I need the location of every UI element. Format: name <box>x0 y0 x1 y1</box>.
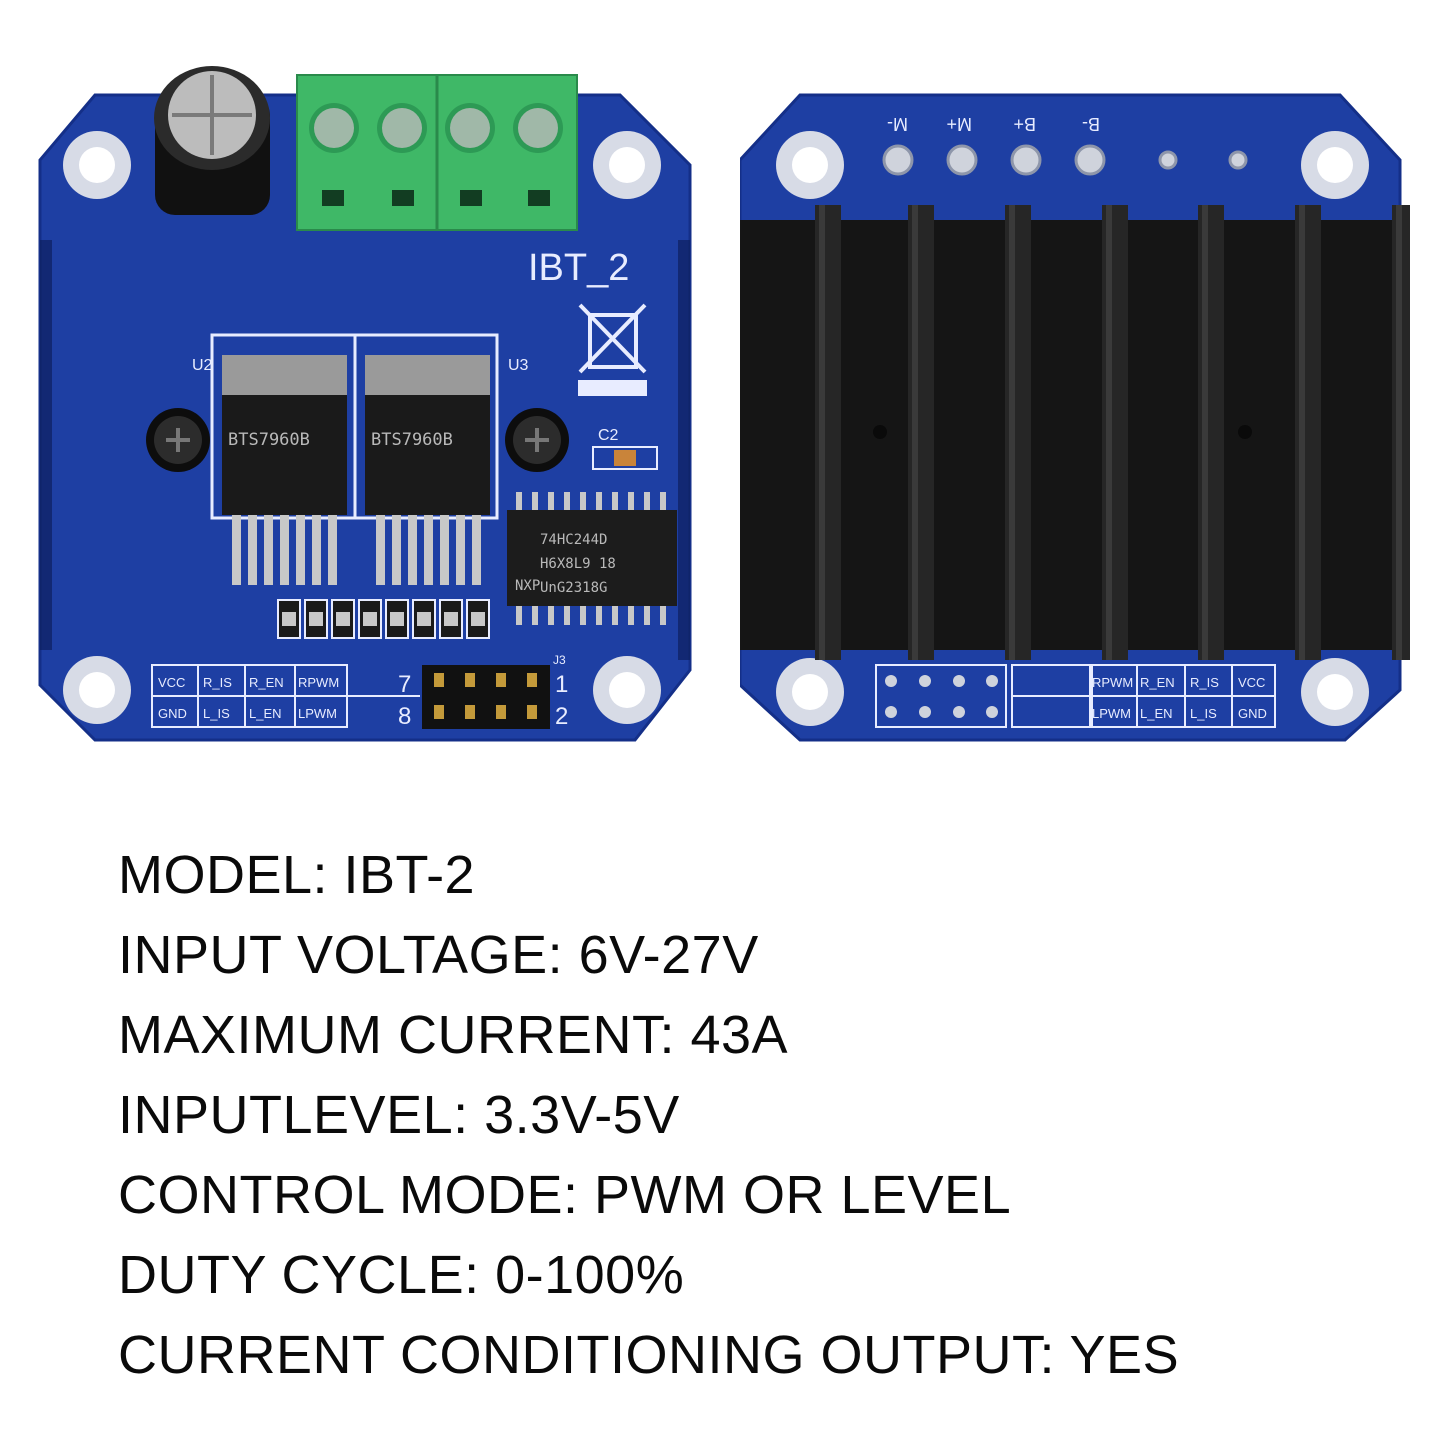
front-pin-vcc: VCC <box>158 675 185 690</box>
j3-label: J3 <box>553 653 566 667</box>
c2-label: C2 <box>598 427 619 444</box>
spec-control-mode: CONTROL MODE: PWM OR LEVEL <box>118 1165 1012 1225</box>
front-mount-hole-tl <box>63 131 131 199</box>
back-terminal-b-plus: B+ <box>1013 114 1036 134</box>
back-terminal-m-minus: M- <box>887 114 908 134</box>
logic-ic-line-1: 74HC244D <box>540 532 607 548</box>
header-label-7: 7 <box>398 671 411 698</box>
back-pin-label-table: RPWM R_EN R_IS VCC LPWM L_EN L_IS GND <box>875 664 1276 728</box>
logic-ic-brand: NXP <box>515 578 540 594</box>
back-mount-hole-bl <box>776 658 844 726</box>
back-terminal-b-minus: B- <box>1082 114 1100 134</box>
front-pin-lpwm: LPWM <box>298 706 337 721</box>
header-label-1: 1 <box>555 671 568 698</box>
front-pin-rpwm: RPWM <box>298 675 339 690</box>
front-pin-l-en: L_EN <box>249 706 282 721</box>
spec-list: MODEL: IBT-2 INPUT VOLTAGE: 6V-27V MAXIM… <box>118 835 1179 1395</box>
spec-maximum-current: MAXIMUM CURRENT: 43A <box>118 1005 789 1065</box>
back-terminal-m-plus: M+ <box>946 114 972 134</box>
power-ic-right: BTS7960B <box>365 355 490 515</box>
board-title: IBT_2 <box>528 247 629 289</box>
screw-terminal-block <box>296 74 578 231</box>
electrolytic-capacitor <box>154 66 270 215</box>
pin-header-8 <box>422 665 550 729</box>
spec-duty-cycle: DUTY CYCLE: 0-100% <box>118 1245 685 1305</box>
back-board-photo: M- M+ B+ B- <box>740 93 1410 742</box>
back-pin-r-is: R_IS <box>1190 675 1219 690</box>
front-pin-gnd: GND <box>158 706 187 721</box>
front-mount-hole-tr <box>593 131 661 199</box>
front-pin-l-is: L_IS <box>203 706 230 721</box>
front-pin-label-table: VCC R_IS R_EN RPWM GND L_IS L_EN LPWM 7 … <box>151 653 568 730</box>
weee-recycle-icon <box>578 303 647 396</box>
back-pin-vcc: VCC <box>1238 675 1265 690</box>
logic-ic-line-2: H6X8L9 18 <box>540 556 616 572</box>
spec-input-level: INPUTLEVEL: 3.3V-5V <box>118 1085 680 1145</box>
logic-ic-line-3: UnG2318G <box>540 580 607 596</box>
logic-ic-74hc244d: 74HC244D H6X8L9 18 UnG2318G NXP <box>507 492 677 625</box>
back-pin-gnd: GND <box>1238 706 1267 721</box>
spec-current-conditioning-output: CURRENT CONDITIONING OUTPUT: YES <box>118 1325 1180 1385</box>
front-board-photo: IBT_2 U2 U3 BTS7960B BTS7960B C2 <box>38 66 692 742</box>
power-ic-left: BTS7960B <box>222 355 347 515</box>
front-pin-r-is: R_IS <box>203 675 232 690</box>
back-pin-lpwm: LPWM <box>1092 706 1131 721</box>
back-mount-hole-tr <box>1301 131 1369 199</box>
spec-model: MODEL: IBT-2 <box>118 845 476 905</box>
back-mount-hole-br <box>1301 658 1369 726</box>
back-mount-hole-tl <box>776 131 844 199</box>
header-label-2: 2 <box>555 703 568 730</box>
front-mount-hole-br <box>593 656 661 724</box>
header-label-8: 8 <box>398 703 411 730</box>
u2-label: U2 <box>192 357 213 374</box>
spec-input-voltage: INPUT VOLTAGE: 6V-27V <box>118 925 759 985</box>
screw-left <box>146 408 210 472</box>
u3-label: U3 <box>508 357 529 374</box>
screw-right <box>505 408 569 472</box>
ic-left-text: BTS7960B <box>228 430 310 450</box>
back-pin-r-en: R_EN <box>1140 675 1175 690</box>
heatsink <box>740 205 1410 660</box>
back-pin-l-is: L_IS <box>1190 706 1217 721</box>
back-pin-l-en: L_EN <box>1140 706 1173 721</box>
ic-right-text: BTS7960B <box>371 430 453 450</box>
front-mount-hole-bl <box>63 656 131 724</box>
front-pin-r-en: R_EN <box>249 675 284 690</box>
back-pin-rpwm: RPWM <box>1092 675 1133 690</box>
